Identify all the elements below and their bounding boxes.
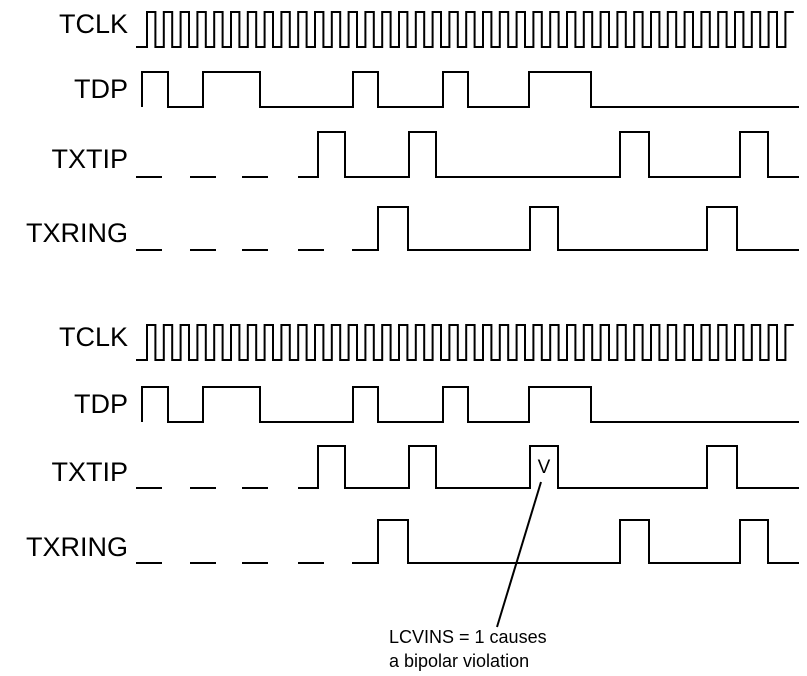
signal-label-tdp: TDP	[74, 74, 128, 104]
signal-label-txring: TXRING	[26, 218, 128, 248]
timing-diagram-top: TCLK TDP TXTIP TXRING	[26, 9, 799, 251]
tclk-waveform	[136, 11, 794, 48]
signal-label-txtip: TXTIP	[51, 144, 128, 174]
txtip-waveform	[136, 131, 799, 178]
txring-waveform	[136, 206, 799, 251]
annotation-note-line-2: a bipolar violation	[389, 651, 529, 671]
signal-label-txtip: TXTIP	[51, 457, 128, 487]
signal-label-tdp: TDP	[74, 389, 128, 419]
signal-label-tclk: TCLK	[59, 9, 128, 39]
txring-waveform	[136, 519, 799, 564]
signal-label-txring: TXRING	[26, 532, 128, 562]
tdp-waveform	[141, 386, 799, 423]
annotation-note-line-1: LCVINS = 1 causes	[389, 627, 547, 647]
txtip-waveform	[136, 445, 799, 489]
timing-diagram-bottom: TCLK TDP TXTIP V TXRING LCVINS = 1 cause…	[26, 322, 799, 671]
annotation-pointer	[496, 481, 542, 628]
tclk-waveform	[136, 324, 794, 361]
violation-marker: V	[538, 457, 551, 478]
signal-label-tclk: TCLK	[59, 322, 128, 352]
tdp-waveform	[141, 71, 799, 108]
